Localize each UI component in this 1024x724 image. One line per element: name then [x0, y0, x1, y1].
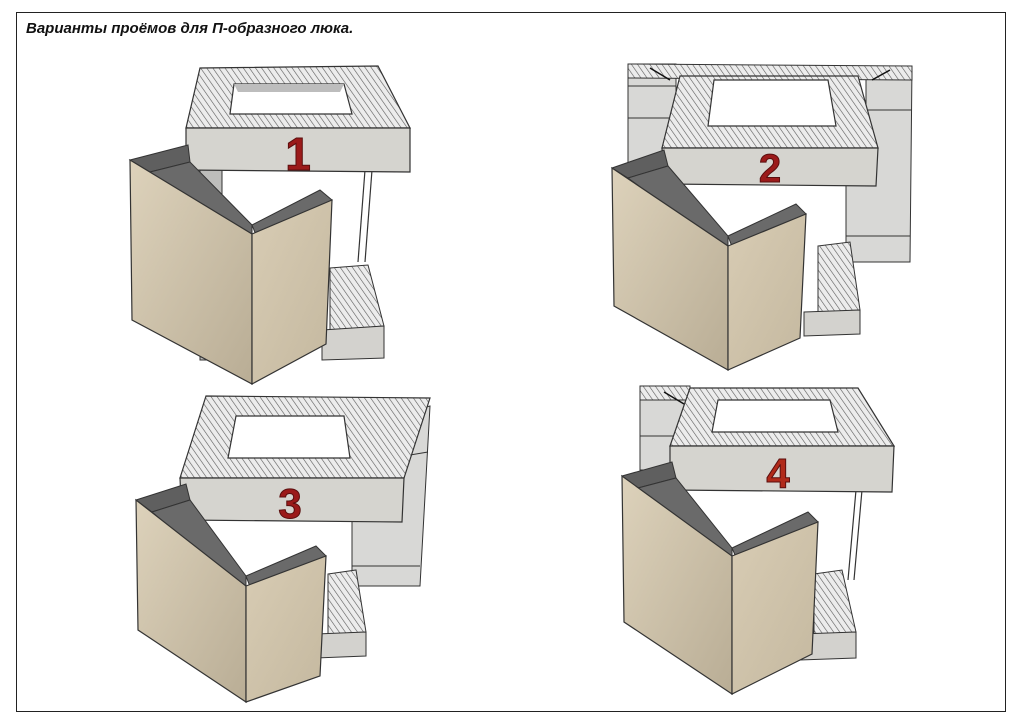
page-title: Варианты проёмов для П-образного люка. [26, 20, 354, 37]
variant-number-3: 3 [278, 480, 301, 527]
variant-2: 2 [610, 63, 913, 372]
lower-step-front [803, 309, 861, 337]
door-right-panel [731, 521, 819, 695]
door-right-panel [251, 199, 333, 386]
variant-number-2: 2 [759, 147, 781, 191]
variant-number-4: 4 [766, 450, 790, 497]
door-right-panel [245, 555, 327, 703]
variant-number-1: 1 [285, 128, 311, 180]
lower-step-top [329, 264, 385, 331]
frame-line [357, 169, 366, 263]
variant-4: 4 [620, 385, 896, 696]
frame-line [853, 489, 863, 581]
door-right-panel [727, 213, 807, 371]
hatch-opening [711, 399, 839, 433]
lower-step-front [321, 325, 385, 361]
variant-3: 3 [134, 395, 431, 704]
hatch-opening [227, 415, 351, 459]
variant-1: 1 [128, 65, 411, 386]
hatch-opening [707, 79, 837, 127]
lower-step-top [813, 569, 857, 635]
opening-inner-wall [234, 84, 344, 92]
frame-line [364, 169, 373, 263]
lower-step-front [315, 631, 367, 659]
drawing-frame [16, 12, 1006, 712]
frame-line [847, 489, 857, 581]
